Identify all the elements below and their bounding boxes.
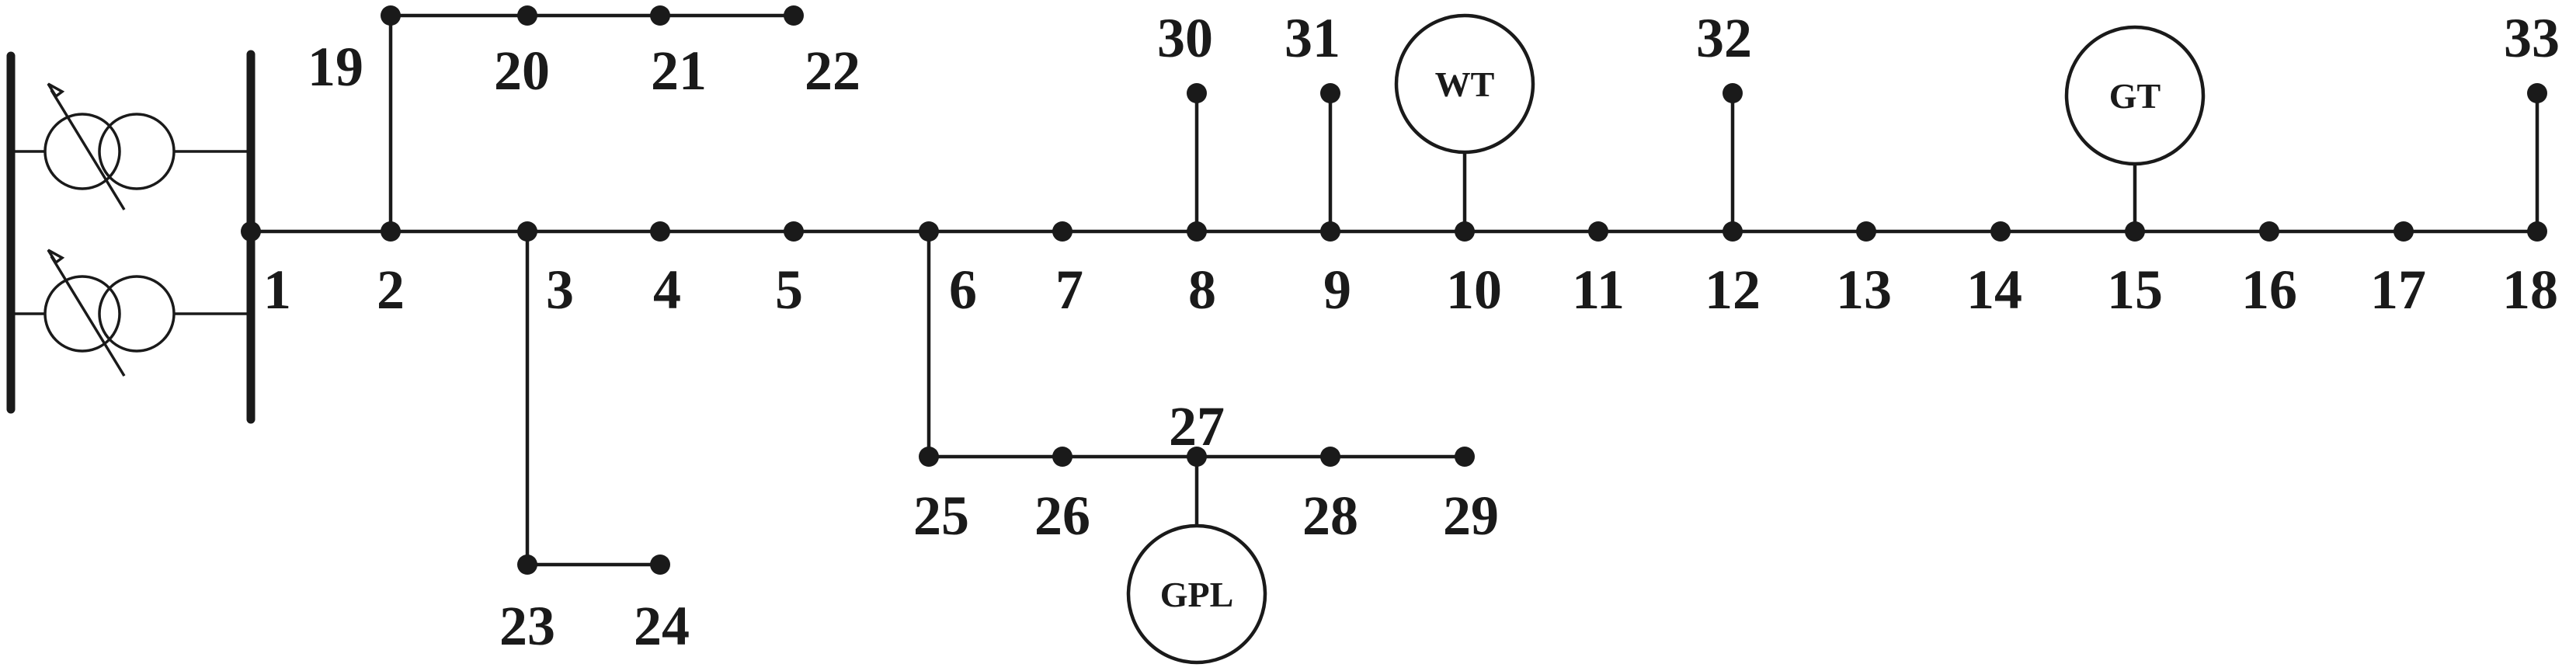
- generators: WT GT GPL: [1126, 13, 2206, 665]
- gpl-label: GPL: [1160, 575, 1234, 614]
- node-label-27: 27: [1169, 395, 1225, 457]
- node-7: [1052, 221, 1072, 242]
- node-5: [784, 221, 804, 242]
- node-label-17: 17: [2370, 259, 2426, 321]
- node-label-28: 28: [1302, 485, 1358, 547]
- network-nodes: [241, 5, 2547, 575]
- node-label-29: 29: [1443, 485, 1499, 547]
- node-21: [650, 5, 670, 26]
- node-label-9: 9: [1323, 259, 1351, 321]
- node-label-8: 8: [1188, 259, 1216, 321]
- node-3: [517, 221, 537, 242]
- node-label-13: 13: [1836, 259, 1892, 321]
- node-label-33: 33: [2504, 7, 2560, 69]
- transformer-2: [11, 249, 251, 377]
- node-label-30: 30: [1157, 7, 1213, 69]
- network-lines: [251, 13, 2539, 567]
- node-label-14: 14: [1966, 259, 2022, 321]
- node-label-25: 25: [913, 485, 969, 547]
- node-25: [919, 447, 939, 467]
- node-label-4: 4: [653, 259, 681, 321]
- wt-generator: [1394, 13, 1535, 155]
- node-label-3: 3: [546, 259, 574, 321]
- node-label-22: 22: [805, 40, 860, 102]
- node-label-32: 32: [1696, 7, 1752, 69]
- node-19: [381, 5, 401, 26]
- node-9: [1320, 221, 1340, 242]
- node-label-15: 15: [2107, 259, 2163, 321]
- node-18: [2527, 221, 2547, 242]
- node-label-21: 21: [651, 40, 707, 102]
- wt-label: WT: [1435, 64, 1495, 104]
- node-23: [517, 555, 537, 575]
- node-label-2: 2: [377, 259, 405, 321]
- node-32: [1723, 83, 1743, 103]
- node-6: [919, 221, 939, 242]
- gpl-generator: [1126, 523, 1267, 665]
- node-label-12: 12: [1705, 259, 1761, 321]
- node-10: [1455, 221, 1475, 242]
- node-22: [784, 5, 804, 26]
- node-label-19: 19: [308, 36, 363, 98]
- node-26: [1052, 447, 1072, 467]
- node-16: [2259, 221, 2279, 242]
- node-label-7: 7: [1055, 259, 1083, 321]
- node-30: [1187, 83, 1207, 103]
- node-8: [1187, 221, 1207, 242]
- node-label-16: 16: [2241, 259, 2297, 321]
- node-label-26: 26: [1034, 485, 1090, 547]
- node-28: [1320, 447, 1340, 467]
- node-label-11: 11: [1572, 259, 1625, 321]
- node-13: [1856, 221, 1876, 242]
- node-label-6: 6: [949, 259, 977, 321]
- transformer-1: [11, 82, 251, 210]
- node-label-1: 1: [263, 259, 291, 321]
- node-15: [2125, 221, 2145, 242]
- node-14: [1990, 221, 2011, 242]
- node-33: [2527, 83, 2547, 103]
- node-label-23: 23: [499, 595, 555, 657]
- node-31: [1320, 83, 1340, 103]
- node-4: [650, 221, 670, 242]
- node-label-31: 31: [1285, 7, 1340, 69]
- node-1: [241, 221, 261, 242]
- node-27: [1187, 447, 1207, 467]
- node-24: [650, 555, 670, 575]
- node-17: [2393, 221, 2414, 242]
- node-12: [1723, 221, 1743, 242]
- node-label-18: 18: [2502, 259, 2558, 321]
- node-label-24: 24: [634, 595, 690, 657]
- node-20: [517, 5, 537, 26]
- gt-generator: [2064, 25, 2206, 166]
- node-label-20: 20: [494, 40, 550, 102]
- node-label-5: 5: [775, 259, 803, 321]
- node-2: [381, 221, 401, 242]
- node-label-10: 10: [1446, 259, 1502, 321]
- gt-label: GT: [2109, 76, 2161, 116]
- node-11: [1588, 221, 1608, 242]
- node-29: [1455, 447, 1475, 467]
